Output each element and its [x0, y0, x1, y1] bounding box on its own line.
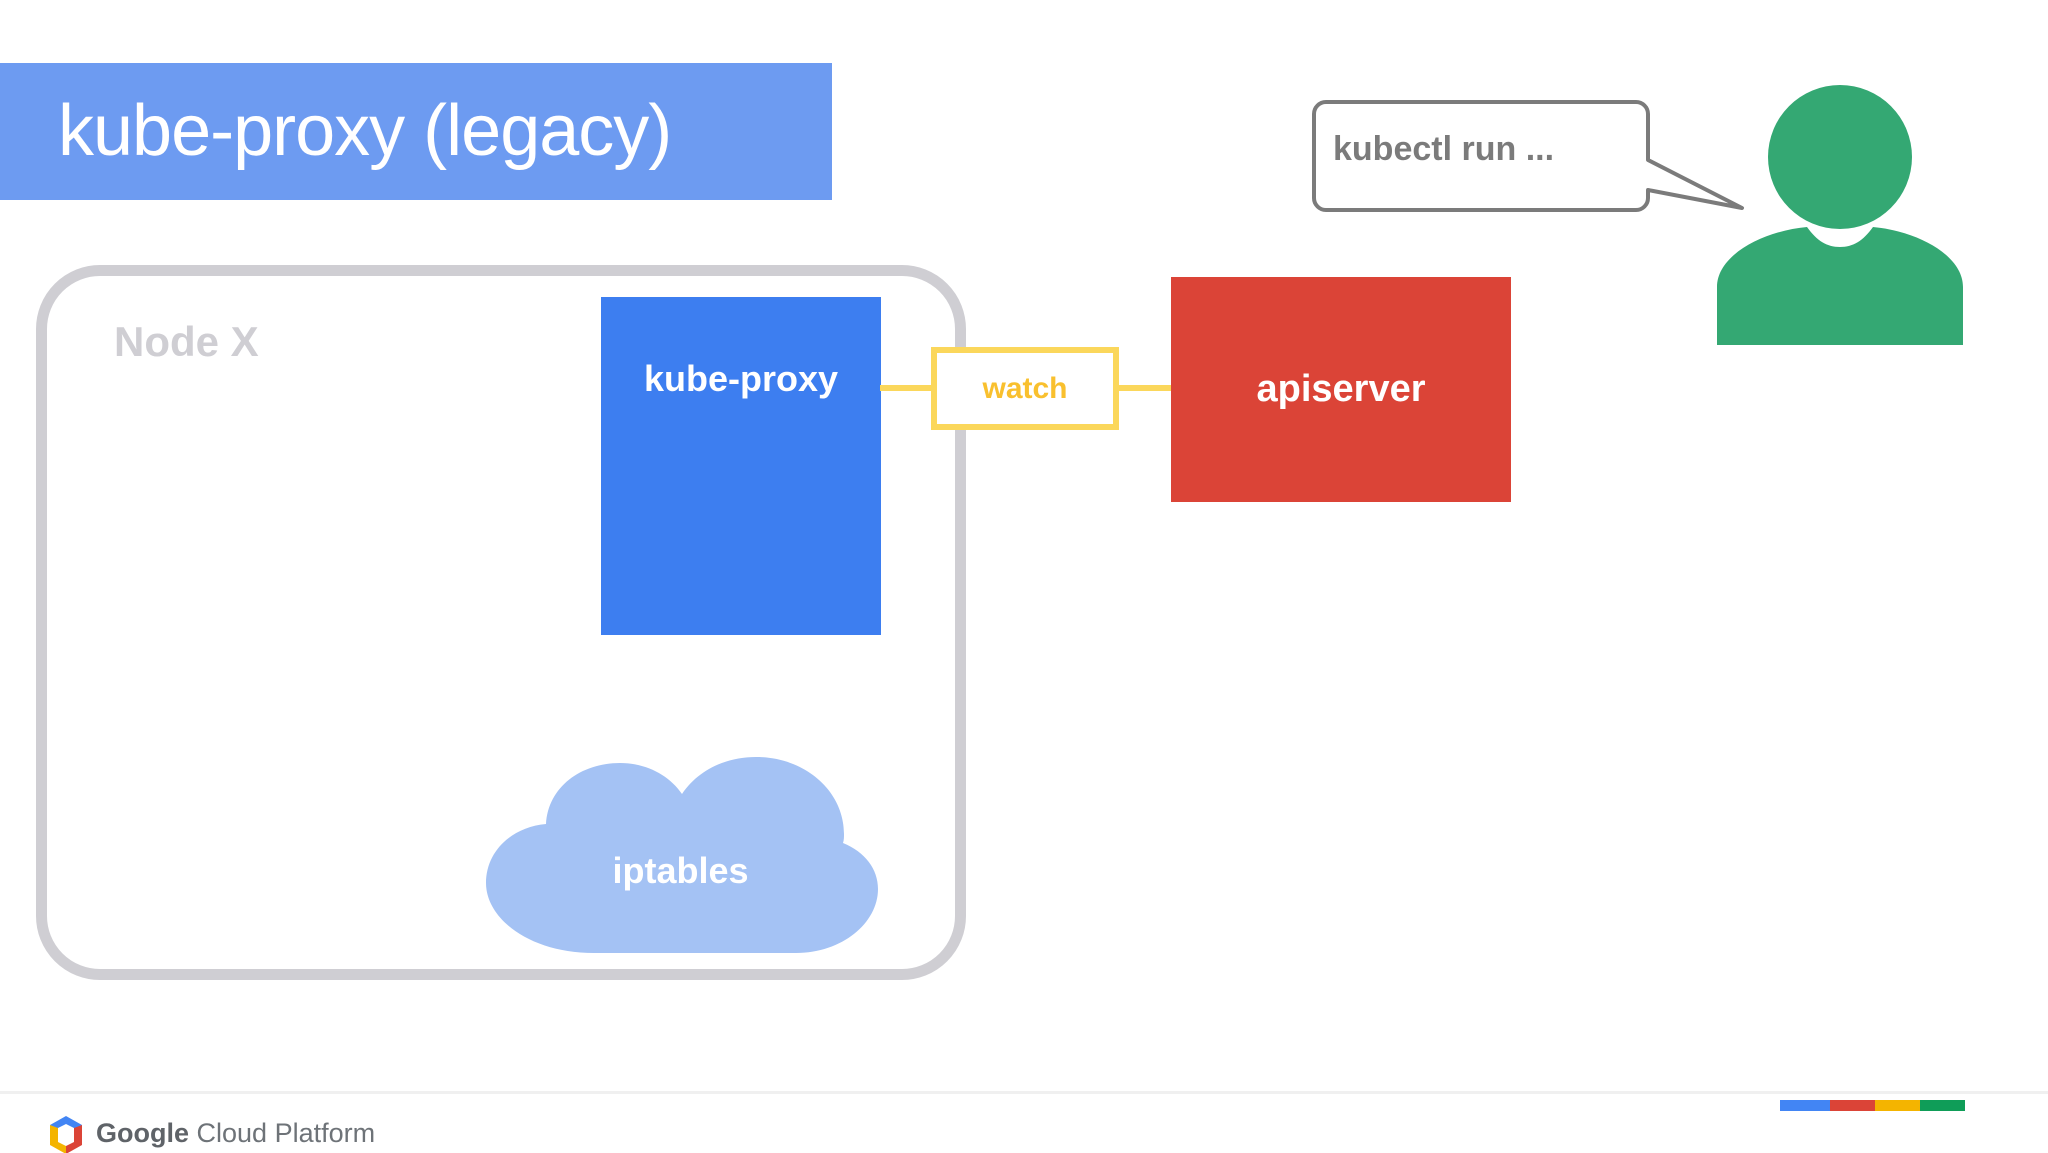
footer-brand: Google Cloud Platform — [96, 1118, 375, 1149]
speech-bubble-text: kubectl run ... — [1333, 130, 1555, 168]
kube-proxy-box[interactable] — [601, 297, 881, 635]
node-label: Node X — [114, 318, 259, 365]
swatch-blue — [1780, 1100, 1830, 1111]
iptables-cloud-icon[interactable] — [478, 757, 883, 953]
swatch-red — [1830, 1100, 1875, 1111]
page-title: kube-proxy (legacy) — [58, 91, 672, 171]
node-container — [36, 265, 966, 980]
apiserver-box[interactable] — [1171, 277, 1511, 502]
swatch-yellow — [1875, 1100, 1920, 1111]
footer-divider — [0, 1091, 2048, 1094]
swatch-green — [1920, 1100, 1965, 1111]
footer-brand-cloud-platform: Cloud Platform — [196, 1118, 376, 1148]
iptables-label: iptables — [612, 850, 749, 891]
apiserver-label: apiserver — [1256, 368, 1426, 410]
google-cloud-platform-logo — [44, 1113, 88, 1153]
kube-proxy-label: kube-proxy — [643, 358, 839, 399]
connector-line-left — [880, 385, 935, 391]
title-banner — [0, 63, 832, 200]
connector-line-right — [1114, 385, 1172, 391]
footer-brand-google: Google — [96, 1118, 189, 1148]
speech-bubble — [1310, 98, 1750, 228]
user-avatar-icon — [1705, 75, 1975, 345]
watch-badge[interactable] — [931, 347, 1119, 430]
watch-label: watch — [982, 372, 1068, 405]
